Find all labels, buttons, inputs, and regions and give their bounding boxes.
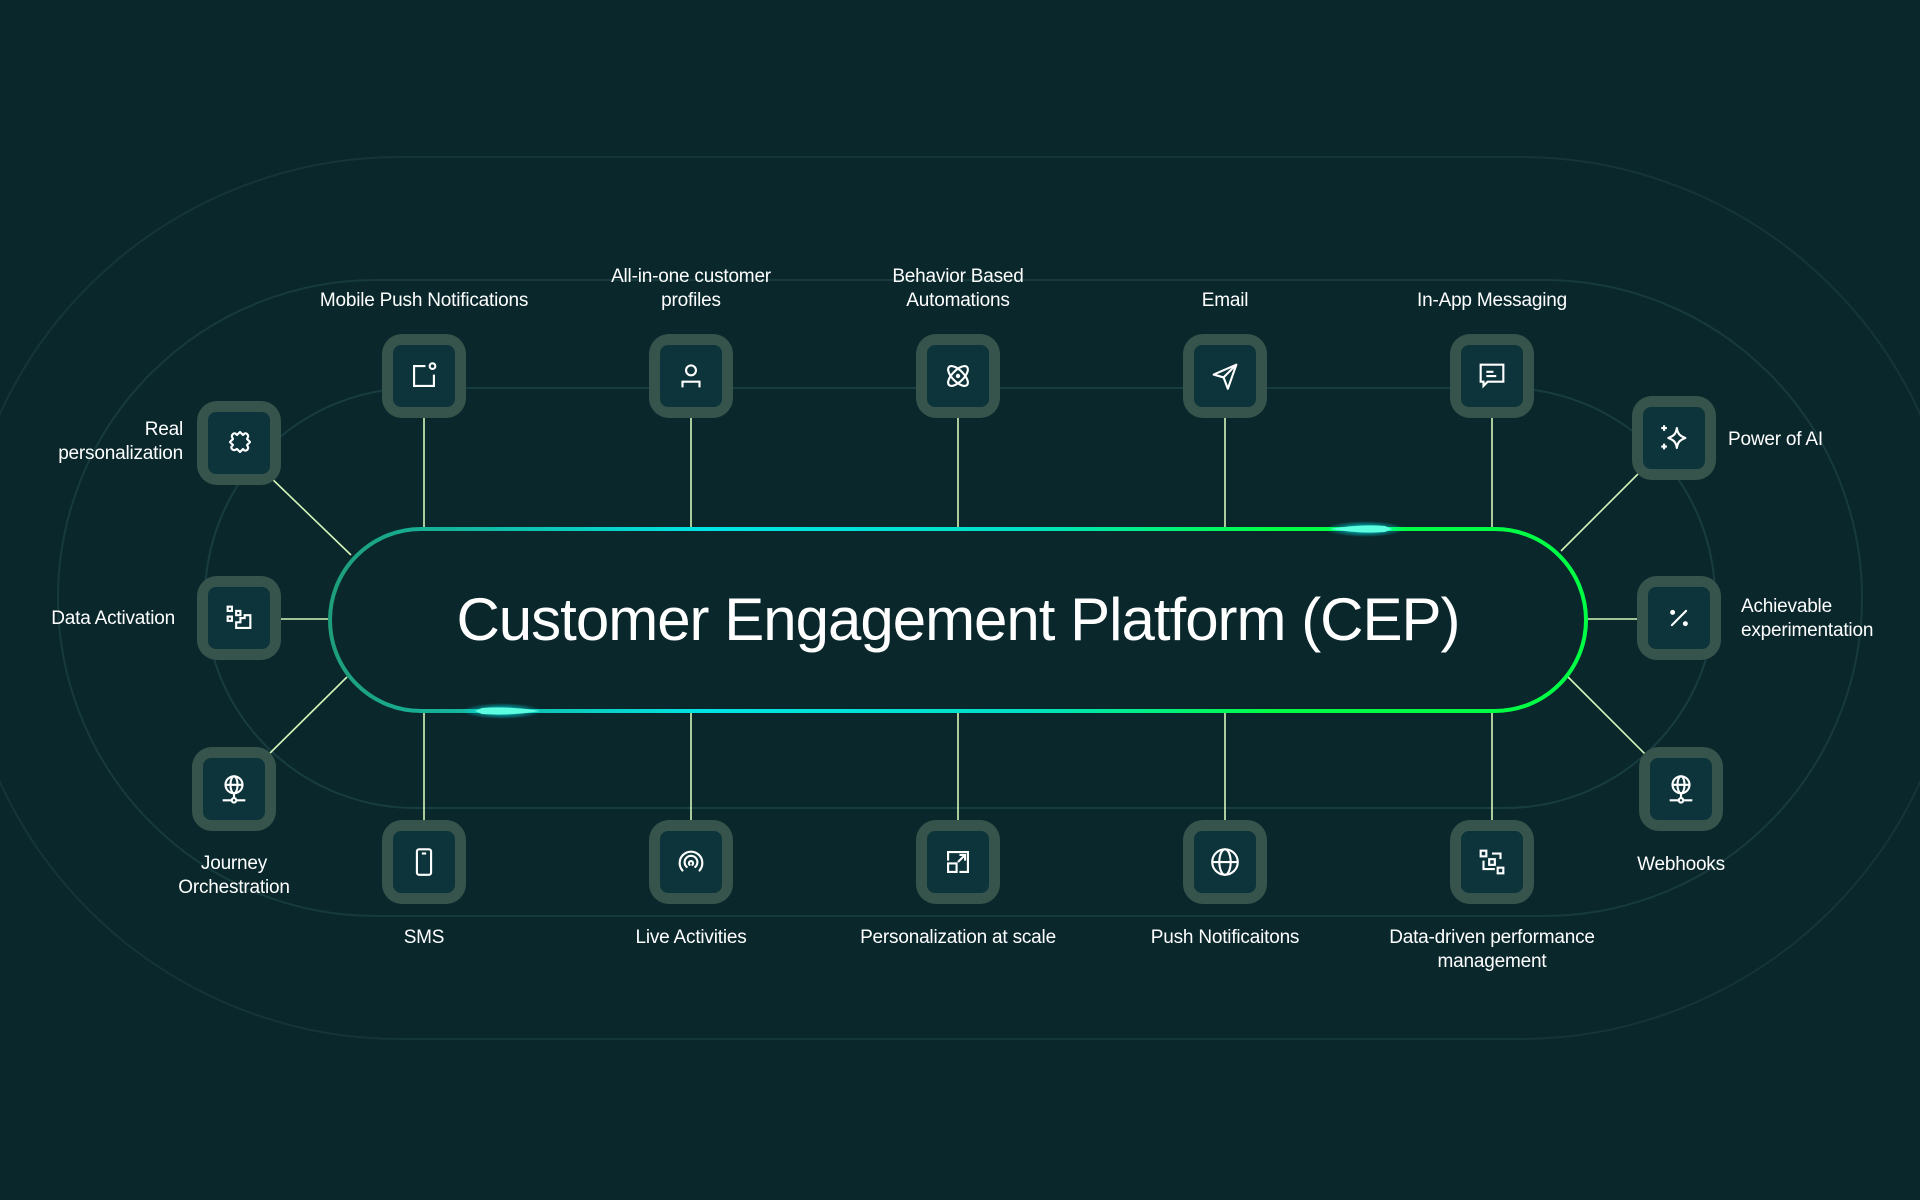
globe-network-icon (1669, 775, 1693, 804)
label-data-activation: Data Activation (51, 608, 175, 629)
send-paper-plane-icon (1212, 363, 1238, 390)
node-real-personalization[interactable] (197, 401, 281, 485)
node-push-notifications[interactable] (1183, 820, 1267, 904)
sparkles-icon (1661, 425, 1687, 450)
label-personalization-at-scale: Personalization at scale (860, 927, 1056, 948)
node-in-app-messaging[interactable] (1450, 334, 1534, 418)
glow-accent-spark (475, 707, 540, 715)
label-achievable-experimentation: Achievable experimentation (1741, 596, 1874, 641)
label-real-personalization: Real personalization (58, 419, 183, 464)
label-live-activities: Live Activities (635, 927, 747, 948)
connector-line (266, 473, 352, 556)
node-personalization-at-scale[interactable] (916, 820, 1000, 904)
connectors (262, 418, 1654, 820)
connector-line (262, 676, 348, 761)
user-profile-icon (681, 364, 701, 388)
scale-up-icon (947, 851, 969, 873)
label-mobile-push-notifications: Mobile Push Notifications (319, 290, 529, 311)
label-behavior-automations: Behavior Based Automations (892, 266, 1024, 311)
smartphone-icon (415, 848, 433, 876)
workflow-nodes-icon (1479, 849, 1505, 875)
connector-line (1567, 676, 1654, 763)
mobile-notification-icon (413, 362, 437, 387)
node-journey-orchestration[interactable] (192, 747, 276, 831)
chat-bubble-icon (1479, 363, 1505, 389)
node-live-activities[interactable] (649, 820, 733, 904)
label-email: Email (1201, 290, 1249, 311)
cep-title: Customer Engagement Platform (CEP) (456, 585, 1460, 653)
label-sms: SMS (403, 927, 445, 948)
globe-icon (1211, 848, 1239, 876)
puzzle-piece-icon (228, 430, 252, 454)
label-in-app-messaging: In-App Messaging (1417, 290, 1567, 311)
data-steps-icon (226, 605, 252, 629)
node-achievable-experimentation[interactable] (1637, 576, 1721, 660)
globe-network-icon (222, 775, 246, 804)
label-webhooks: Webhooks (1637, 854, 1725, 875)
node-data-activation[interactable] (197, 576, 281, 660)
orbit-ring-outer (0, 156, 1920, 1040)
node-mobile-push-notifications[interactable] (382, 334, 466, 418)
atom-icon (947, 365, 969, 387)
orbit-ring-middle (57, 279, 1863, 917)
glow-accent-spark (1330, 525, 1392, 533)
label-push-notifications: Push Notificaitons (1150, 927, 1300, 948)
node-email[interactable] (1183, 334, 1267, 418)
connector-line (1560, 465, 1647, 552)
cep-pill-border (328, 527, 1588, 713)
broadcast-signal-icon (678, 850, 704, 872)
node-data-driven-performance[interactable] (1450, 820, 1534, 904)
percent-icon (1670, 609, 1688, 627)
node-sms[interactable] (382, 820, 466, 904)
node-webhooks[interactable] (1639, 747, 1723, 831)
label-journey-orchestration: Journey Orchestration (178, 853, 290, 898)
node-behavior-automations[interactable] (916, 334, 1000, 418)
node-power-of-ai[interactable] (1632, 396, 1716, 480)
label-customer-profiles: All-in-one customer profiles (611, 266, 771, 311)
label-data-driven-performance: Data-driven performance management (1389, 927, 1595, 972)
label-power-of-ai: Power of AI (1728, 429, 1823, 450)
node-customer-profiles[interactable] (649, 334, 733, 418)
